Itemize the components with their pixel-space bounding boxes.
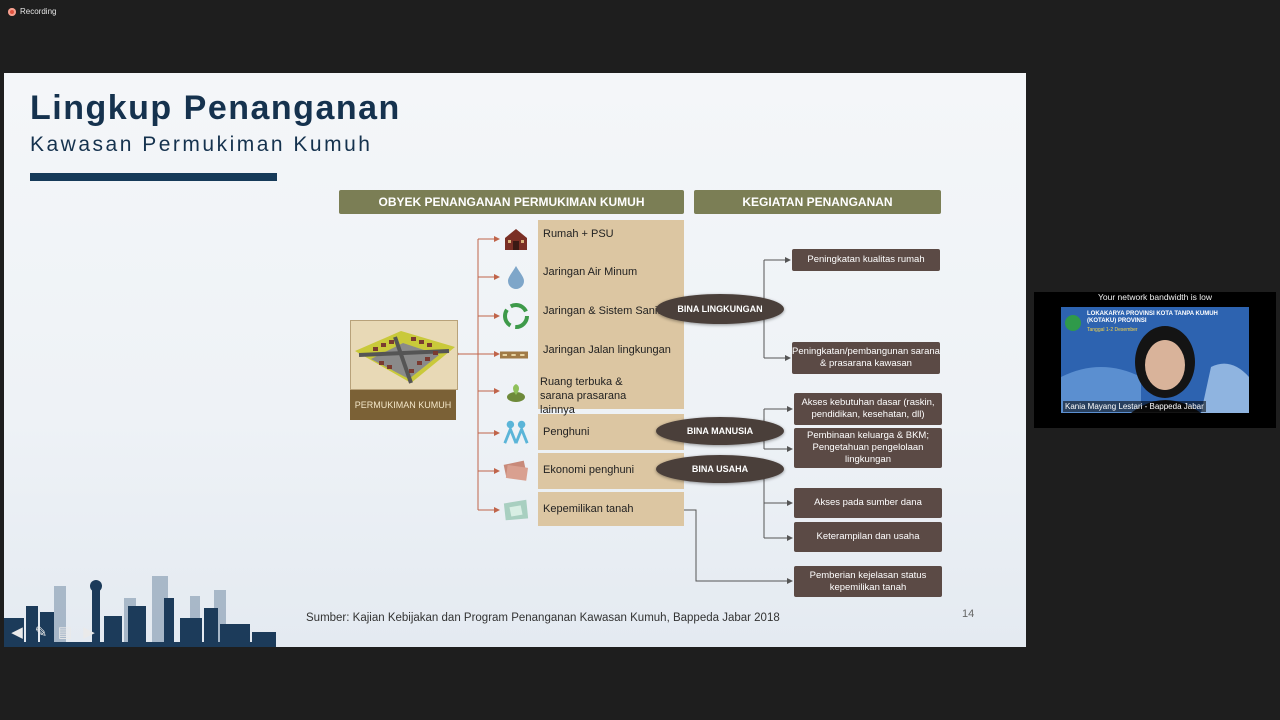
object-label-jalan: Jaringan Jalan lingkungan [543,344,671,356]
people-icon [502,418,530,446]
pill-bina-manusia: BINA MANUSIA [656,417,784,445]
record-icon [8,7,16,16]
permukiman-kumuh-label: PERMUKIMAN KUMUH [350,390,456,420]
road-icon [500,341,528,369]
pen-icon[interactable]: ✎ [34,624,48,641]
prev-slide-icon[interactable]: ◀ [11,624,23,641]
plant-icon [502,378,530,406]
activity-akses-dana: Akses pada sumber dana [794,488,942,518]
money-icon [502,457,530,485]
house-icon [502,225,530,253]
activity-kualitas-rumah: Peningkatan kualitas rumah [792,249,940,271]
shared-slide: Lingkup Penanganan Kawasan Permukiman Ku… [4,73,1026,647]
next-slide-icon[interactable]: ▶ [83,624,95,641]
bandwidth-notice: Your network bandwidth is low [1097,292,1213,302]
pill-bina-usaha: BINA USAHA [656,455,784,483]
participant-video-panel[interactable]: Your network bandwidth is low LOKAKARYA … [1034,292,1276,428]
water-drop-icon [502,263,530,291]
activity-sarana-prasarana: Peningkatan/pembangunan sarana & prasara… [792,342,940,374]
object-label-ekonomi: Ekonomi penghuni [543,464,635,476]
header-kegiatan: KEGIATAN PENANGANAN [694,190,941,214]
recording-label: Recording [20,7,57,16]
slide-title: Lingkup Penanganan [30,89,401,127]
webinar-banner-text: LOKAKARYA PROVINSI KOTA TANPA KUMUH (KOT… [1087,311,1218,324]
object-label-ruang-terbuka: Ruang terbuka & sarana prasarana lainnya [540,376,627,416]
webinar-banner-date: Tanggal 1-2 Desember [1087,327,1138,333]
object-label-sanitasi: Jaringan & Sistem Sanitasi [543,305,675,317]
slide-page-number: 14 [962,608,975,620]
object-label-tanah: Kepemilikan tanah [543,503,634,515]
slides-grid-icon[interactable]: ▤ [57,624,73,641]
activity-keterampilan: Keterampilan dan usaha [794,522,942,552]
object-label-penghuni: Penghuni [543,426,590,438]
pill-bina-lingkungan: BINA LINGKUNGAN [656,294,784,324]
object-group-tanah [538,492,684,526]
recycle-icon [502,302,530,330]
participant-video[interactable]: LOKAKARYA PROVINSI KOTA TANPA KUMUH (KOT… [1061,307,1249,413]
activity-status-tanah: Pemberian kejelasan status kepemilikan t… [794,566,942,597]
recording-indicator: Recording [8,7,56,16]
title-underline [30,173,277,181]
land-map-icon [502,496,530,524]
participant-name: Kania Mayang Lestari - Bappeda Jabar [1063,401,1206,412]
activity-akses-kebutuhan: Akses kebutuhan dasar (raskin, pendidika… [794,393,942,425]
city-skyline-decoration [4,576,276,647]
object-label-air-minum: Jaringan Air Minum [543,266,638,278]
presentation-toolbar[interactable]: ◀ ✎ ▤ ▶ [8,623,98,641]
activity-pembinaan-keluarga: Pembinaan keluarga & BKM; Pengetahuan pe… [794,428,942,468]
source-citation: Sumber: Kajian Kebijakan dan Program Pen… [306,612,780,624]
slide-subtitle: Kawasan Permukiman Kumuh [30,133,373,156]
object-label-rumah: Rumah + PSU [543,228,614,240]
header-obyek: OBYEK PENANGANAN PERMUKIMAN KUMUH [339,190,684,214]
permukiman-kumuh-image [350,320,458,390]
